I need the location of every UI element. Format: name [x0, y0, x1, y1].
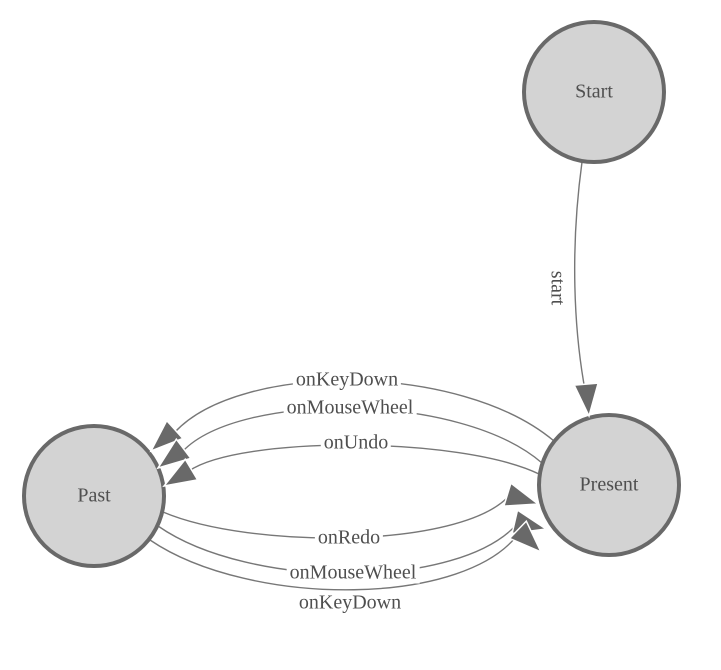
arrowhead-present-to-past-onundo: [162, 457, 199, 488]
arrowhead-past-to-present-onredo: [502, 481, 541, 507]
state-node-start[interactable]: [522, 20, 666, 164]
arrowhead-present-to-past-onmousewheel: [156, 437, 193, 470]
arrowhead-present-to-past-onkeydown: [149, 419, 185, 453]
transition-edge-past-to-present-onmousewheel[interactable]: [157, 522, 519, 575]
transition-edge-present-to-past-onkeydown[interactable]: [174, 379, 555, 442]
arrowhead-past-to-present-onkeydown: [508, 519, 543, 554]
state-node-present[interactable]: [537, 413, 681, 557]
transition-edge-start-to-present-start[interactable]: [573, 161, 586, 391]
transition-edge-past-to-present-onkeydown[interactable]: [149, 529, 522, 591]
arrowhead-start-to-present-start: [573, 382, 600, 419]
transition-edge-present-to-past-onundo[interactable]: [188, 444, 540, 475]
transition-edge-past-to-present-onredo[interactable]: [162, 495, 510, 539]
state-node-past[interactable]: [22, 424, 166, 568]
